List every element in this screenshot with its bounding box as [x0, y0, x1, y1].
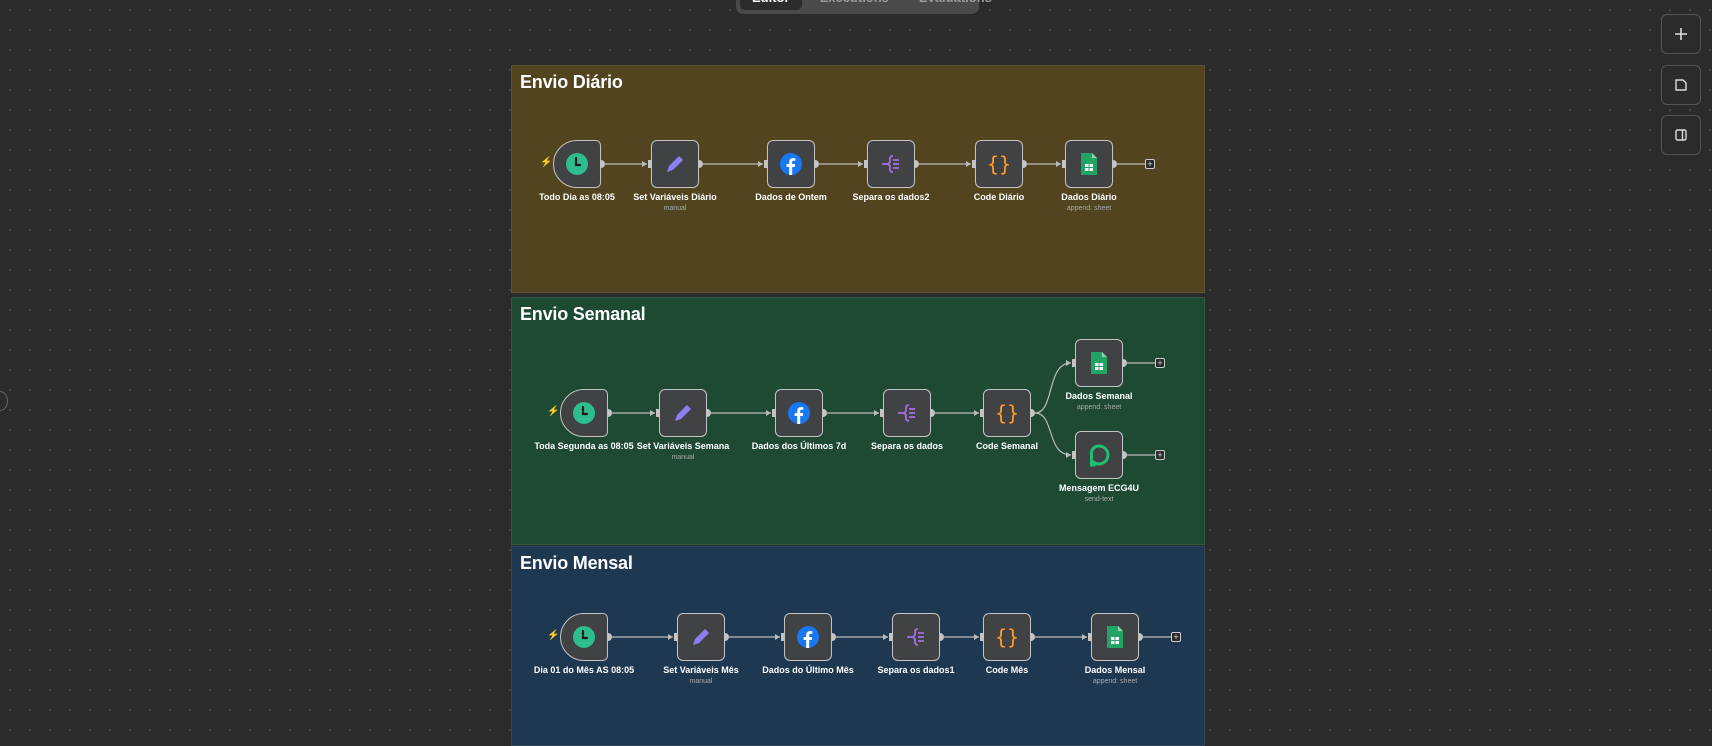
- node-label: Code Diário: [973, 192, 1025, 202]
- node-label: Code Semanal: [975, 441, 1039, 451]
- add-node-button[interactable]: [1661, 14, 1701, 54]
- plus-icon: [1675, 28, 1687, 40]
- add-sticky-note-button[interactable]: [1661, 65, 1701, 105]
- node-label: Mensagem ECG4U: [1058, 483, 1140, 493]
- svg-text:{}: {}: [995, 625, 1019, 649]
- panel-toggle-icon: [1675, 129, 1687, 141]
- pencil-node[interactable]: [677, 613, 725, 661]
- sheets-icon: [1106, 625, 1124, 649]
- sheets-icon: [1090, 351, 1108, 375]
- node-label: Dados Mensal: [1084, 665, 1146, 675]
- add-next-node-button[interactable]: +: [1145, 159, 1155, 169]
- split-icon: [879, 152, 903, 176]
- canvas-edge-handle[interactable]: [0, 391, 8, 411]
- node-label: Toda Segunda as 08:05: [534, 441, 634, 451]
- split-icon: [904, 625, 928, 649]
- tab-executions[interactable]: Executions: [808, 0, 901, 10]
- facebook-icon: [797, 626, 819, 648]
- split-icon: [895, 401, 919, 425]
- node-label: Dia 01 do Mês AS 08:05: [533, 665, 635, 675]
- node-label: Code Mês: [985, 665, 1029, 675]
- node-label: Set Variáveis Semana: [636, 441, 730, 451]
- pencil-icon: [671, 401, 695, 425]
- group-title: Envio Mensal: [520, 553, 633, 573]
- facebook-icon: [780, 153, 802, 175]
- facebook-node[interactable]: [767, 140, 815, 188]
- chat-node[interactable]: [1075, 431, 1123, 479]
- clock-icon: [572, 625, 596, 649]
- svg-text:{}: {}: [987, 152, 1011, 176]
- facebook-icon: [788, 402, 810, 424]
- sheets-node[interactable]: [1075, 339, 1123, 387]
- sheets-node[interactable]: [1065, 140, 1113, 188]
- pencil-icon: [663, 152, 687, 176]
- tab-evaluations[interactable]: Evaluations: [907, 0, 1004, 10]
- add-next-node-button[interactable]: +: [1155, 450, 1165, 460]
- view-tabs: Editor Executions Evaluations: [736, 0, 992, 14]
- clock-icon: [565, 152, 589, 176]
- add-next-node-button[interactable]: +: [1171, 632, 1181, 642]
- code-icon: {}: [994, 625, 1020, 649]
- svg-text:{}: {}: [995, 401, 1019, 425]
- node-subtitle: manual: [671, 454, 695, 461]
- code-node[interactable]: {}: [983, 613, 1031, 661]
- facebook-node[interactable]: [784, 613, 832, 661]
- trigger-bolt-icon: ⚡: [547, 406, 560, 417]
- chat-icon: [1087, 443, 1111, 467]
- trigger-node[interactable]: [560, 389, 608, 437]
- trigger-node[interactable]: [553, 140, 601, 188]
- node-label: Dados dos Últimos 7d: [751, 441, 847, 451]
- clock-icon: [572, 401, 596, 425]
- sticky-note-envio-mensal[interactable]: Envio Mensal: [511, 546, 1205, 746]
- facebook-node[interactable]: [775, 389, 823, 437]
- add-next-node-button[interactable]: +: [1155, 358, 1165, 368]
- pencil-node[interactable]: [659, 389, 707, 437]
- sheets-node[interactable]: [1091, 613, 1139, 661]
- code-node[interactable]: {}: [983, 389, 1031, 437]
- code-icon: {}: [994, 401, 1020, 425]
- sticky-note-icon: [1675, 79, 1687, 91]
- sticky-note-envio-semanal[interactable]: Envio Semanal: [511, 297, 1205, 545]
- trigger-bolt-icon: ⚡: [540, 157, 553, 168]
- split-node[interactable]: [883, 389, 931, 437]
- group-title: Envio Semanal: [520, 304, 646, 324]
- pencil-node[interactable]: [651, 140, 699, 188]
- pencil-icon: [689, 625, 713, 649]
- sheets-icon: [1080, 152, 1098, 176]
- node-label: Dados Semanal: [1065, 391, 1133, 401]
- node-label: Dados do Último Mês: [762, 665, 854, 675]
- trigger-bolt-icon: ⚡: [547, 630, 560, 641]
- split-node[interactable]: [892, 613, 940, 661]
- node-subtitle: send-text: [1084, 496, 1114, 503]
- node-label: Set Variáveis Diário: [633, 192, 717, 202]
- node-subtitle: append: sheet: [1076, 404, 1122, 411]
- node-label: Set Variáveis Mês: [663, 665, 739, 675]
- trigger-node[interactable]: [560, 613, 608, 661]
- node-label: Todo Dia as 08:05: [539, 192, 615, 202]
- node-label: Dados de Ontem: [755, 192, 827, 202]
- code-icon: {}: [986, 152, 1012, 176]
- node-label: Dados Diário: [1061, 192, 1117, 202]
- node-subtitle: manual: [689, 678, 713, 685]
- node-label: Separa os dados2: [852, 192, 930, 202]
- node-subtitle: append: sheet: [1092, 678, 1138, 685]
- code-node[interactable]: {}: [975, 140, 1023, 188]
- toggle-panel-button[interactable]: [1661, 115, 1701, 155]
- node-subtitle: manual: [663, 205, 687, 212]
- tab-editor[interactable]: Editor: [740, 0, 802, 10]
- node-subtitle: append: sheet: [1066, 205, 1112, 212]
- group-title: Envio Diário: [520, 72, 623, 92]
- node-label: Separa os dados: [870, 441, 944, 451]
- node-label: Separa os dados1: [877, 665, 955, 675]
- split-node[interactable]: [867, 140, 915, 188]
